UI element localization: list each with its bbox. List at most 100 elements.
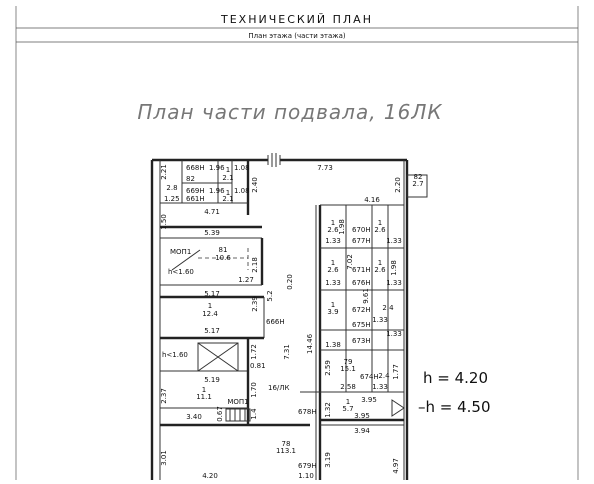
dim-label: 1.33 [372,316,388,324]
dim-label: 4.97 [392,458,400,474]
room-number: 679Н [298,462,317,470]
area-index: 1 [346,398,350,406]
dim-label: 1.98 [390,260,398,276]
walls [150,153,428,480]
dim-label: 2.21 [160,164,168,180]
dim-label: 0.67 [216,406,224,422]
dim-label: 4.20 [202,472,218,480]
area-label: 11.1 [196,393,212,401]
area-index: 78 [282,440,291,448]
area-index: 81 [219,246,228,254]
room-number: 668Н [186,164,205,172]
plan-title: План части подвала, 16ЛК [137,100,442,124]
dim-label: 7.02 [346,254,354,270]
dim-label: 4.16 [364,196,380,204]
dim-label: 1.33 [372,383,388,391]
dim-label: 1.98 [338,219,346,235]
dim-label: 82 [414,173,423,181]
dim-label: 5.19 [204,376,220,384]
room-number: 666Н [266,318,285,326]
area-label: 2.1 [222,174,233,182]
dim-label: 1.33 [386,330,402,338]
dim-label: 2.7 [412,180,423,188]
dim-label: 0.81 [250,362,266,370]
room-number: 670Н [352,226,371,234]
dim-label: 3.94 [354,427,370,435]
dim-label: 3.95 [354,412,370,420]
area-index: 1 [331,219,335,227]
dim-label: 1.10 [298,472,314,480]
dim-label: 3.01 [160,450,168,466]
dim-label: 1.77 [392,364,400,380]
dim-label: 2.40 [251,177,259,193]
dim-label: 1.50 [160,214,168,230]
stair-label: 16/ЛК [268,384,290,392]
dim-label: 2.39 [251,296,259,312]
area-label: 10.6 [215,254,231,262]
dim-label: 3.95 [361,396,377,404]
room-name: МОП1 [227,398,248,406]
area-index: 1 [331,301,335,309]
dim-label: 1.32 [324,402,332,418]
dim-label: 1.96 [209,187,225,195]
area-label: 2.6 [327,226,339,234]
room-number: 677Н [352,237,371,245]
height-note: h<1.60 [168,268,194,276]
dim-label: 82 [186,175,195,183]
room-number: 674Н [360,373,379,381]
height-note: h<1.60 [162,351,188,359]
area-label: 3.9 [327,308,338,316]
area-label: 12.4 [202,310,218,318]
dim-label: 1.33 [325,237,341,245]
area-index: 1 [378,219,382,227]
dim-label: 1.08 [234,164,250,172]
dim-label: 5.39 [204,229,220,237]
dim-label: 3.40 [186,413,202,421]
dim-label: 2.20 [394,177,402,193]
room-number: 672Н [352,306,371,314]
room-number: 661Н [186,195,205,203]
area-label: 2.1 [222,195,233,203]
area-label: 2.6 [327,266,339,274]
area-label: 113.1 [276,447,296,455]
dimension-labels: 7.73 82 2.7 2.20 2.21 668Н 1.96 1.08 82 … [160,164,424,480]
dim-label: 2.59 [324,360,332,376]
dim-label: 1.96 [209,164,225,172]
room-number: 669Н [186,187,205,195]
dim-label: 3.19 [324,452,332,468]
area-label: 5.7 [342,405,353,413]
dim-label: 1.4 [250,408,258,420]
area-label: 2.6 [374,266,386,274]
level-marker [391,399,405,417]
dim-label: 1.33 [386,237,402,245]
dim-label: 2.37 [160,388,168,404]
dim-label: 5.2 [266,290,274,301]
dim-label: 1.38 [325,341,341,349]
dim-label: 5.17 [204,327,220,335]
dim-label: 2.8 [166,184,177,192]
area-label: 2.6 [374,226,386,234]
room-number: 678Н [298,408,317,416]
room-number: 673Н [352,337,371,345]
dim-label: 9.61 [362,288,370,304]
room-number: 675Н [352,321,371,329]
title-block: ТЕХНИЧЕСКИЙ ПЛАН План этажа (части этажа… [15,6,579,480]
dim-label: 1.70 [250,382,258,398]
area-label: 15.1 [340,365,356,373]
area-index: 1 [202,386,206,394]
dim-label: 0.20 [286,274,294,290]
area-index: 1 [208,302,212,310]
area-index: 79 [344,358,353,366]
dim-label: 7.73 [317,164,333,172]
area-label: 2.4 [378,372,390,380]
header-title: ТЕХНИЧЕСКИЙ ПЛАН [220,13,373,26]
dim-label: 1.33 [386,279,402,287]
dim-label: 2.58 [340,383,356,391]
dim-label: 14.46 [306,333,314,354]
ceiling-height-2: –h = 4.50 [418,398,491,416]
area-index: 1 [378,259,382,267]
area-index: 1 [226,189,230,197]
dim-label: 4.71 [204,208,220,216]
